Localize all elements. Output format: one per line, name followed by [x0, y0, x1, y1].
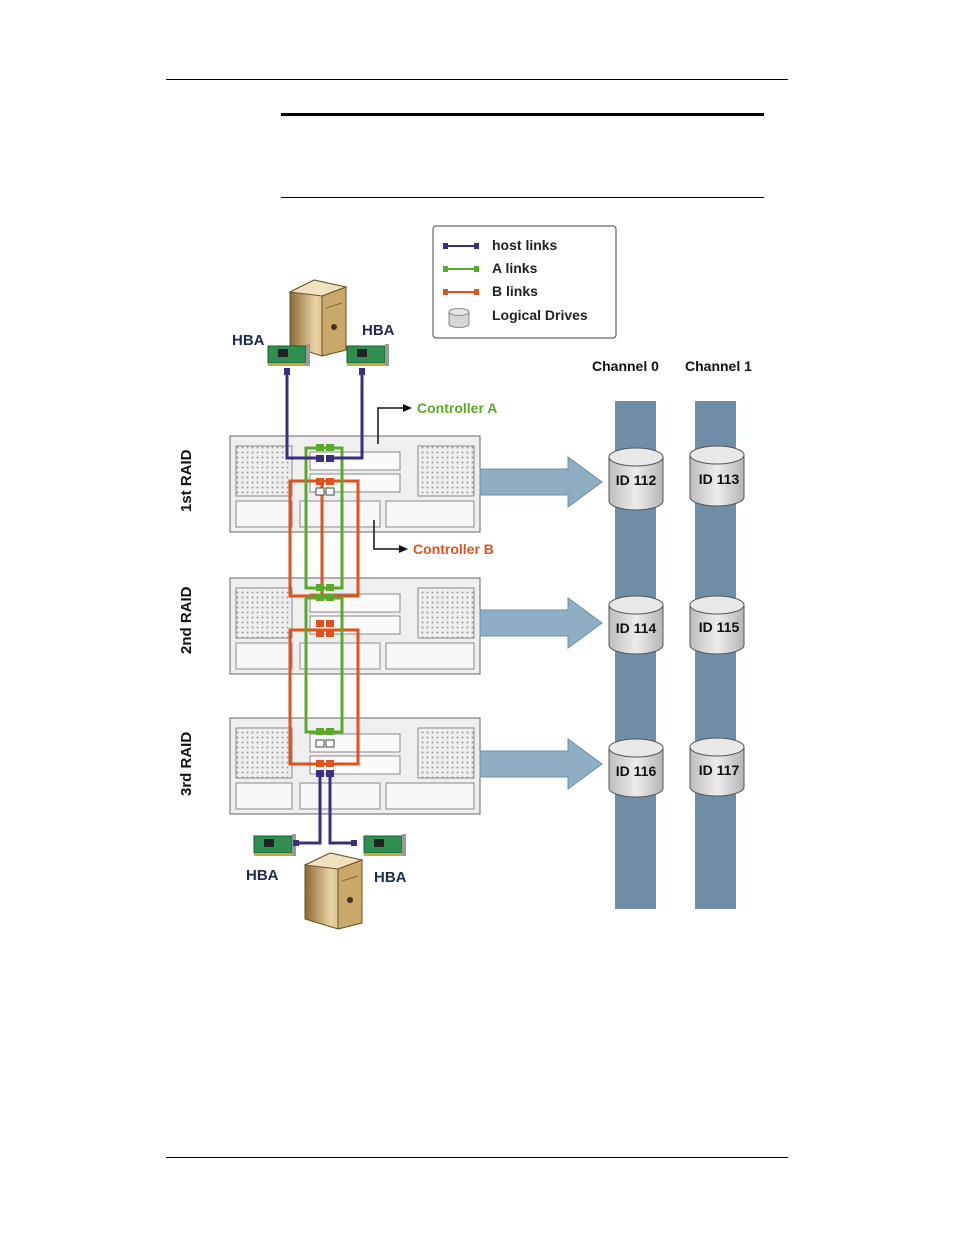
host-link-ends: [284, 368, 365, 846]
controller-b-pointer: [373, 520, 408, 553]
controller-a-pointer: [377, 404, 412, 444]
host-links: [285, 370, 364, 845]
hba-label-bottom-right: HBA: [374, 869, 407, 886]
legend-a-swatch: [443, 266, 479, 272]
logical-drive-115: [689, 595, 745, 655]
legend-drive-icon: [448, 308, 470, 328]
drive-label-113: ID 113: [699, 471, 740, 487]
hba-card-bottom-right: [363, 834, 406, 856]
bottom-server-icon: [303, 852, 364, 930]
hba-card-top-left: [267, 344, 310, 366]
logical-drive-114: [608, 595, 664, 655]
header-rule: [166, 79, 788, 80]
legend-drive-label: Logical Drives: [492, 307, 588, 323]
raid-enclosure-1: [229, 435, 481, 533]
raid-enclosure-3: [229, 717, 481, 815]
raid-2-to-channel-arrow: [479, 597, 603, 649]
raid-1-to-channel-arrow: [479, 456, 603, 508]
drive-label-115: ID 115: [699, 619, 740, 635]
note-bottom-rule: [281, 197, 764, 198]
legend: host links A links B links Logical Drive…: [432, 225, 617, 339]
controller-b-label: Controller B: [413, 541, 494, 557]
raid-label-3: 3rd RAID: [178, 732, 195, 796]
note-top-rule: [281, 113, 764, 116]
legend-a-label: A links: [492, 260, 538, 276]
channel-1-label: Channel 1: [685, 358, 752, 374]
raid-enclosure-2: [229, 577, 481, 675]
logical-drive-112: [608, 447, 664, 511]
drive-label-117: ID 117: [699, 762, 740, 778]
raid-3-to-channel-arrow: [479, 738, 603, 790]
controller-ports: [315, 444, 335, 777]
legend-host-swatch: [443, 243, 479, 249]
hba-label-top-left: HBA: [232, 332, 265, 349]
legend-host-label: host links: [492, 237, 558, 253]
channel-0-label: Channel 0: [592, 358, 659, 374]
raid-label-2: 2nd RAID: [178, 586, 195, 654]
drive-label-112: ID 112: [616, 472, 657, 488]
logical-drive-117: [689, 737, 745, 797]
top-server-icon: [288, 279, 348, 357]
raid-label-1: 1st RAID: [178, 449, 195, 512]
hba-label-bottom-left: HBA: [246, 867, 279, 884]
logical-drive-116: [608, 738, 664, 798]
hba-label-top-right: HBA: [362, 322, 395, 339]
controller-a-label: Controller A: [417, 400, 497, 416]
logical-drive-113: [689, 445, 745, 507]
drive-label-114: ID 114: [616, 620, 657, 636]
hba-card-bottom-left: [253, 834, 296, 856]
legend-b-label: B links: [492, 283, 538, 299]
drive-label-116: ID 116: [616, 763, 657, 779]
hba-card-top-right: [346, 344, 389, 366]
footer-rule: [166, 1157, 788, 1158]
legend-b-swatch: [443, 289, 479, 295]
